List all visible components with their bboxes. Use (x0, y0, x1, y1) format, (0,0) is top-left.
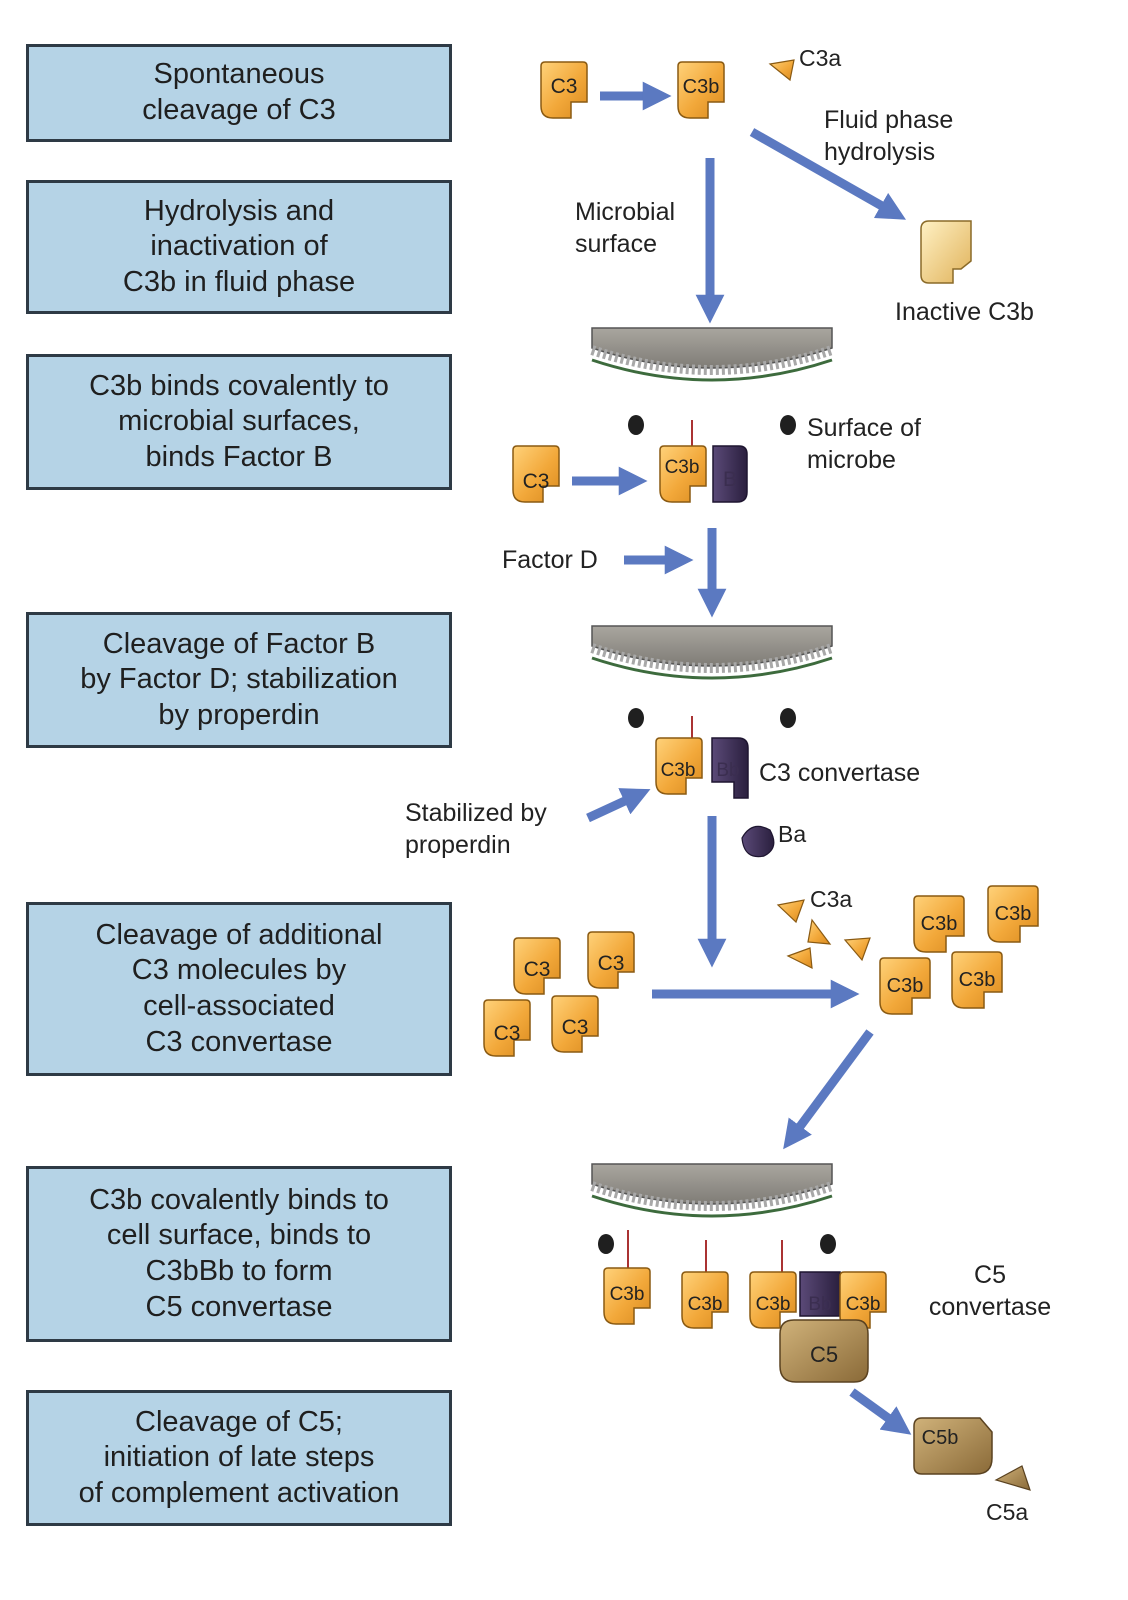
c3b-label: C3b (921, 913, 958, 935)
fluid-phase-label-2: hydrolysis (824, 138, 935, 166)
c3b-protein-convertase: C3b (655, 737, 703, 795)
c3a-fragment (768, 59, 795, 82)
c3-label: C3 (524, 958, 551, 981)
c3b-product-4: C3b (951, 951, 1003, 1009)
factor-d-label: Factor D (502, 546, 598, 574)
inactive-c3b-protein (920, 220, 972, 284)
stabilized-label-2: properdin (405, 831, 511, 859)
c3b-protein: C3b (677, 61, 725, 119)
c3-label: C3 (523, 470, 550, 493)
step-box-hydrolysis: Hydrolysis and inactivation of C3b in fl… (26, 180, 452, 314)
step-text: Spontaneous cleavage of C3 (142, 58, 336, 126)
c3b-product-2: C3b (987, 885, 1039, 943)
microbial-surface-label: Microbial (575, 198, 675, 226)
bb-protein: Bb (711, 737, 749, 799)
c3b-label: C3b (683, 76, 720, 98)
c3b-label: C3b (665, 457, 700, 478)
c3-convertase-label: C3 convertase (759, 759, 920, 787)
step-text: C3b covalently binds to cell surface, bi… (89, 1183, 389, 1323)
surface-of-microbe-label: Surface of (807, 414, 921, 442)
step-text: C3b binds covalently to microbial surfac… (89, 369, 389, 473)
microbial-surface-label-2: surface (575, 230, 657, 258)
c3b-surface-3: C3b (749, 1271, 797, 1329)
c3a-label: C3a (799, 45, 841, 71)
surface-of-microbe-label-2: microbe (807, 446, 896, 474)
c3b-surface-4: C3b (839, 1271, 887, 1329)
c3b-protein-bound: C3b (659, 445, 707, 503)
step-box-factor-b-cleavage: Cleavage of Factor B by Factor D; stabil… (26, 612, 452, 748)
c5b-protein: C5b (913, 1417, 993, 1475)
step-text: Hydrolysis and inactivation of C3b in fl… (122, 194, 356, 298)
c3-label: C3 (562, 1016, 589, 1039)
stabilized-label: Stabilized by (405, 799, 547, 827)
ba-fragment (741, 825, 775, 858)
c3b-label: C3b (887, 975, 924, 997)
c3-label: C3 (551, 75, 578, 98)
c3b-label: C3b (610, 1284, 645, 1305)
c3-protein-2: C3 (512, 445, 560, 503)
c3a-fragment-3 (843, 937, 871, 962)
arrow-properdin (586, 788, 651, 823)
ba-label: Ba (778, 821, 806, 847)
c3b-product-1: C3b (913, 895, 965, 953)
c3-label: C3 (494, 1022, 521, 1045)
bb-label: Bb (716, 760, 739, 781)
c3-protein-cluster-2: C3 (587, 931, 635, 989)
c3-protein: C3 (540, 61, 588, 119)
c3a-fragment-4 (786, 947, 813, 970)
microbe-membrane-2 (592, 626, 832, 728)
arrow-to-c5-convertase (783, 1029, 874, 1150)
step-box-c5-cleavage: Cleavage of C5; initiation of late steps… (26, 1390, 452, 1526)
c3b-label: C3b (688, 1294, 723, 1315)
factor-b-label: B (723, 468, 737, 491)
step-box-c5-convertase: C3b covalently binds to cell surface, bi… (26, 1166, 452, 1342)
bb-label: Bb (808, 1294, 831, 1315)
arrow-to-c5b (849, 1388, 912, 1435)
step-text: Cleavage of additional C3 molecules by c… (95, 918, 383, 1058)
c3-protein-cluster-4: C3 (551, 995, 599, 1053)
c5b-label: C5b (922, 1427, 959, 1449)
bb-protein-c5-convertase: Bb (799, 1271, 841, 1317)
c3-label: C3 (598, 952, 625, 975)
c3b-label: C3b (995, 903, 1032, 925)
inactive-c3b-label: Inactive C3b (895, 298, 1034, 326)
c5-convertase-label-2: convertase (929, 1293, 1051, 1321)
microbe-membrane-3 (592, 1164, 836, 1254)
c3a-fragment-1 (776, 899, 805, 924)
arrow-to-inactive (749, 128, 907, 220)
c3b-product-3: C3b (879, 957, 931, 1015)
c3b-label: C3b (846, 1294, 881, 1315)
c3-protein-cluster-3: C3 (483, 999, 531, 1057)
microbe-membrane-1 (592, 328, 832, 435)
step-box-additional-c3: Cleavage of additional C3 molecules by c… (26, 902, 452, 1076)
c3b-label: C3b (661, 760, 696, 781)
step-text: Cleavage of C5; initiation of late steps… (78, 1405, 400, 1509)
c5a-fragment (994, 1465, 1031, 1491)
fluid-phase-label: Fluid phase (824, 106, 953, 134)
c3b-label: C3b (959, 969, 996, 991)
c5-convertase-label: C5 (974, 1261, 1006, 1289)
c5-protein: C5 (779, 1319, 869, 1383)
c5-label: C5 (810, 1342, 838, 1367)
c3-protein-cluster-1: C3 (513, 937, 561, 995)
c3b-surface-1: C3b (603, 1267, 651, 1325)
c3b-surface-2: C3b (681, 1271, 729, 1329)
step-box-spontaneous-cleavage: Spontaneous cleavage of C3 (26, 44, 452, 142)
c3b-label: C3b (756, 1294, 791, 1315)
c3a-label-2: C3a (810, 886, 852, 912)
c3a-fragment-2 (807, 918, 832, 945)
step-box-c3b-binds: C3b binds covalently to microbial surfac… (26, 354, 452, 490)
factor-b-protein: B (712, 445, 748, 503)
c5a-label: C5a (986, 1499, 1028, 1525)
step-text: Cleavage of Factor B by Factor D; stabil… (80, 627, 398, 731)
